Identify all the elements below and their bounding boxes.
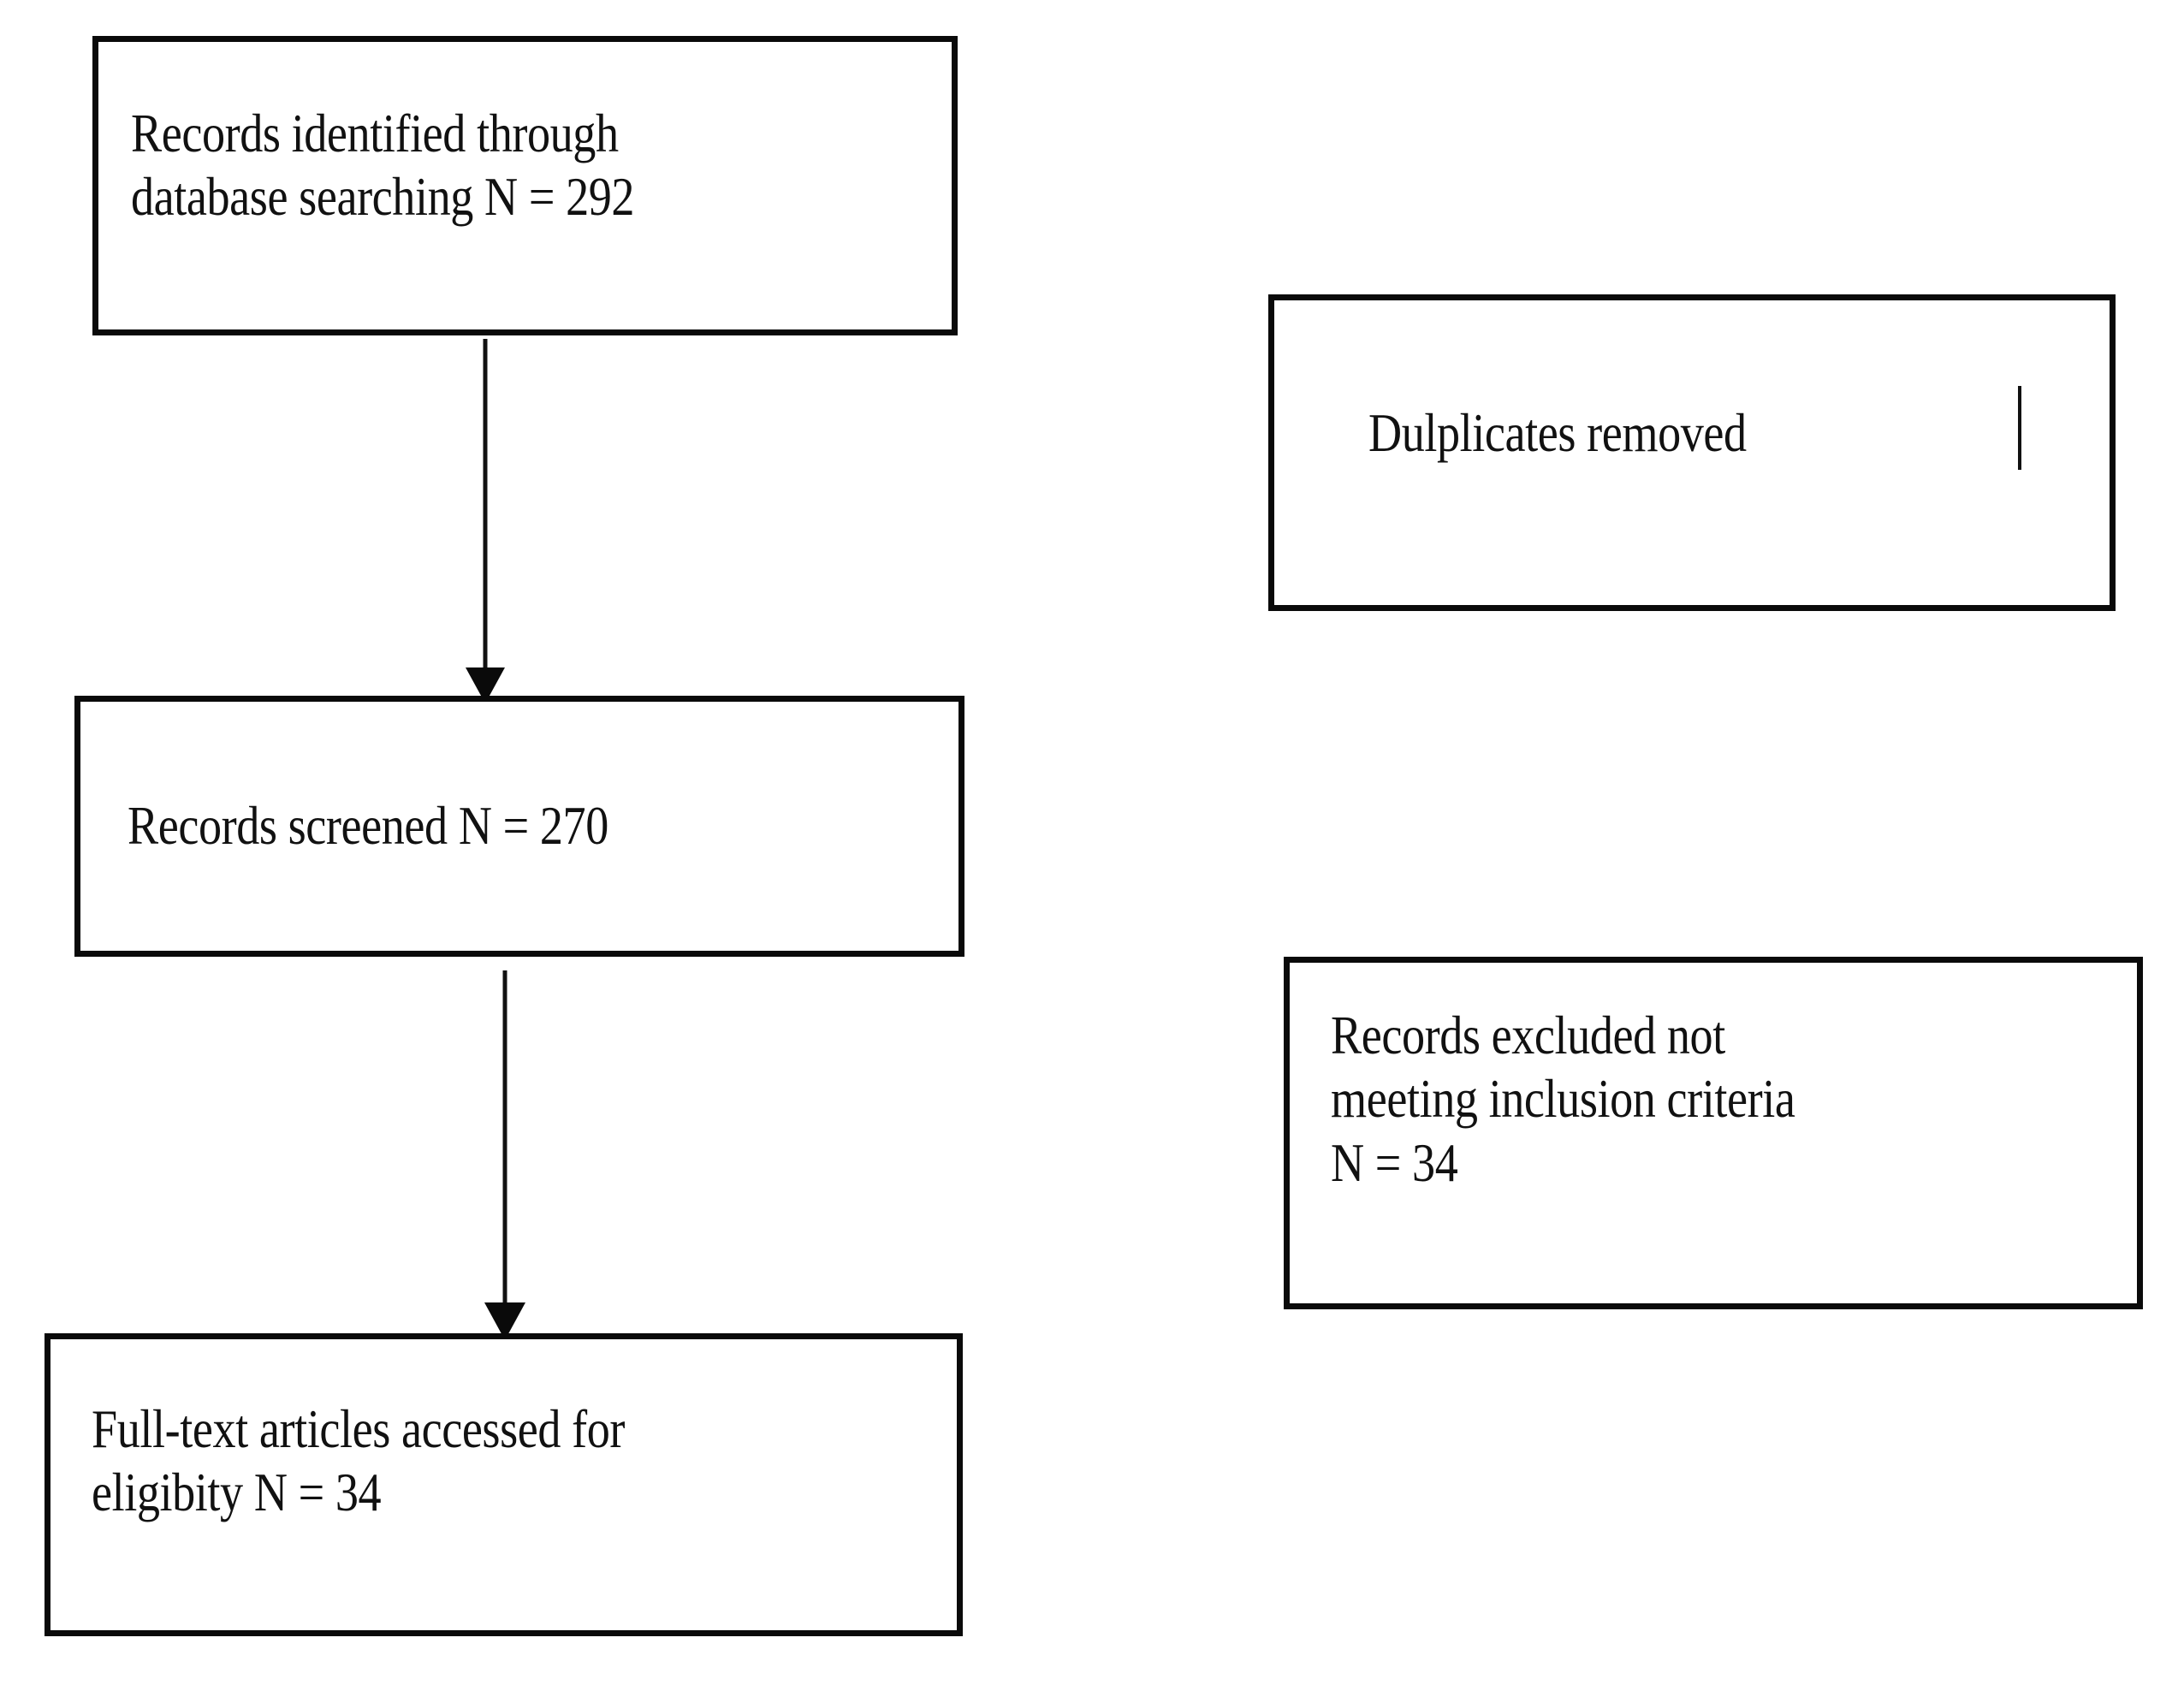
box-records-screened: Records screened N = 270: [74, 696, 964, 957]
box-records-identified-label: Records identified through database sear…: [131, 104, 635, 228]
box-full-text-articles: Full-text articles accessed for eligibit…: [45, 1333, 963, 1636]
box-duplicates-removed: Dulplicates removed: [1268, 294, 2116, 611]
arrow-screened-to-fulltext-icon: [472, 967, 541, 1342]
text-cursor-icon: [2018, 386, 2021, 470]
box-records-excluded: Records excluded not meeting inclusion c…: [1284, 957, 2143, 1309]
arrow-identified-to-screened-icon: [454, 335, 522, 705]
box-full-text-articles-label: Full-text articles accessed for eligibit…: [92, 1399, 626, 1523]
box-records-identified: Records identified through database sear…: [92, 36, 958, 335]
box-records-screened-label: Records screened N = 270: [128, 796, 608, 856]
box-duplicates-removed-label: Dulplicates removed: [1368, 403, 1747, 463]
box-records-excluded-label: Records excluded not meeting inclusion c…: [1331, 1006, 1795, 1193]
